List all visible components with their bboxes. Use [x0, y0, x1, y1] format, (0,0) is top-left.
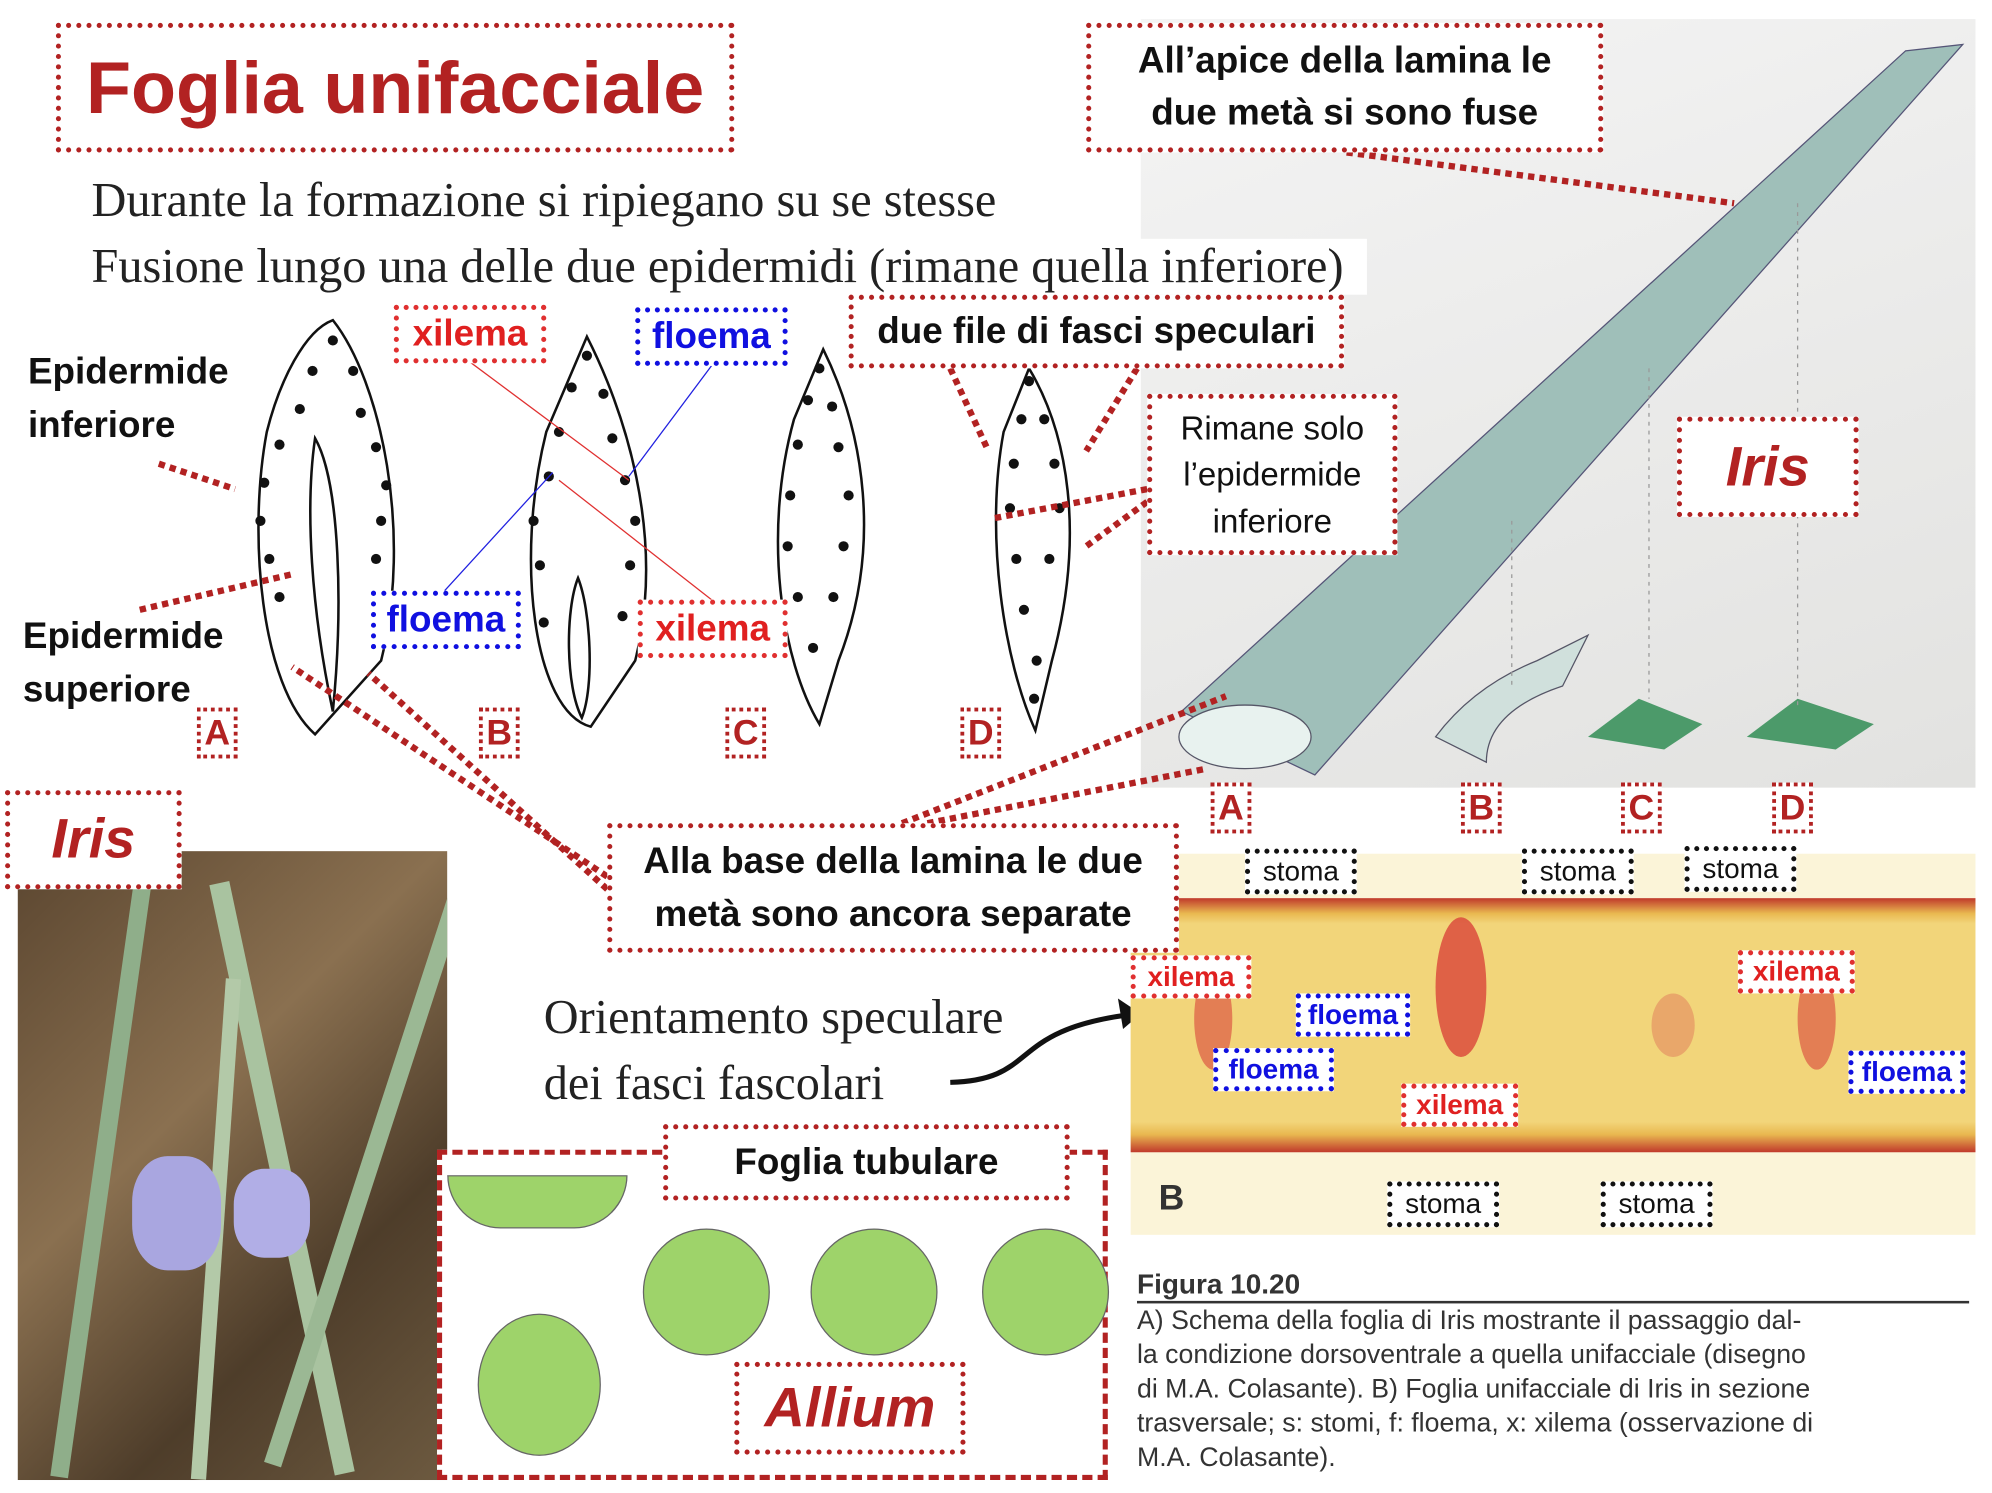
epidermide-superiore-label: Epidermide superiore: [23, 610, 224, 717]
orientation-arrow: [950, 1011, 1138, 1085]
apex-note-line: due metà si sono fuse: [1151, 92, 1539, 134]
label-line: l’epidermide: [1183, 455, 1362, 494]
stage-letter-c: C: [725, 707, 767, 759]
figure-caption: Figura 10.20 A) Schema della foglia di I…: [1137, 1268, 1970, 1475]
apex-note: All’apice della lamina le due metà si so…: [1086, 22, 1604, 153]
foglia-tubulare-label: Foglia tubulare: [663, 1124, 1070, 1201]
leaf-section-d: [1746, 698, 1874, 750]
stoma-label: stoma: [1387, 1181, 1500, 1228]
apex-note-line: All’apice della lamina le: [1137, 41, 1552, 82]
allium-leaf-flat: [447, 1175, 628, 1229]
caption-title: Figura 10.20: [1137, 1268, 1970, 1304]
label-line: Rimane solo: [1180, 408, 1365, 448]
stage-letter-a: A: [196, 707, 238, 759]
xilema-label: xilema: [1737, 950, 1855, 994]
allium-leaf-round: [477, 1313, 601, 1456]
allium-leaf-round: [982, 1228, 1110, 1356]
epidermide-inferiore-label: Epidermide inferiore: [28, 346, 229, 453]
label-line: inferiore: [27, 405, 176, 446]
stage-letter-d: D: [960, 707, 1002, 759]
floema-label: floema: [635, 307, 788, 366]
stoma-label: stoma: [1244, 848, 1357, 895]
xilema-label: xilema: [393, 304, 547, 364]
pointer-arrows: [139, 149, 1735, 892]
xilema-label: xilema: [1130, 955, 1252, 999]
base-note: Alla base della lamina le due metà sono a…: [607, 823, 1179, 953]
intro-line-2: Fusione lungo una delle due epidermidi (…: [91, 238, 1367, 295]
iris-plant-photo: [17, 851, 448, 1481]
label-line: Epidermide: [22, 616, 224, 657]
floema-label: floema: [1213, 1048, 1334, 1092]
leaf-section-c: [1588, 698, 1703, 750]
iris-cross-section-image: B: [1130, 853, 1976, 1235]
floema-label: floema: [1848, 1050, 1966, 1094]
stoma-label: stoma: [1684, 846, 1797, 892]
rimane-label: Rimane solo l’epidermide inferiore: [1147, 393, 1398, 556]
stage-letter-b: B: [1460, 782, 1502, 834]
cross-section-d: [994, 365, 1071, 735]
stage-letter-c: C: [1621, 782, 1662, 834]
caption-line: la condizione dorsoventrale a quella uni…: [1137, 1340, 1806, 1370]
xilema-label: xilema: [1401, 1083, 1519, 1127]
orientamento-text: Orientamento speculare dei fasci fascolar…: [544, 985, 1004, 1117]
leaf-base-section-a: [1178, 704, 1312, 770]
section-label-b: B: [1158, 1177, 1185, 1218]
label-line: Epidermide: [27, 351, 229, 393]
stoma-label: stoma: [1521, 848, 1634, 895]
base-note-line: Alla base della lamina le due: [643, 840, 1143, 882]
page-title: Foglia unifacciale: [55, 22, 735, 153]
label-line: inferiore: [1212, 501, 1332, 540]
orientamento-line: dei fasci fascolari: [543, 1056, 885, 1111]
stage-letter-b: B: [478, 707, 520, 759]
stage-letter-d: D: [1772, 782, 1813, 834]
allium-panel: [437, 1149, 1110, 1481]
due-file-label: due file di fasci speculari: [848, 294, 1345, 369]
orientamento-line: Orientamento speculare: [543, 990, 1004, 1045]
caption-line: A) Schema della foglia di Iris mostrante…: [1137, 1305, 1802, 1336]
caption-line: M.A. Colasante).: [1137, 1443, 1336, 1473]
iris-label: Iris: [1676, 416, 1859, 518]
allium-leaf-round: [810, 1228, 938, 1356]
cross-section-c: [776, 346, 866, 728]
label-line: superiore: [22, 669, 191, 711]
caption-line: trasversale; s: stomi, f: floema, x: xil…: [1137, 1408, 1814, 1439]
stoma-label: stoma: [1600, 1181, 1713, 1228]
iris-label: Iris: [5, 790, 182, 890]
leaf-section-b: [1434, 633, 1590, 764]
allium-label: Allium: [734, 1361, 966, 1455]
allium-leaf-round: [642, 1228, 770, 1356]
floema-label: floema: [370, 590, 521, 650]
stage-letter-a: A: [1210, 782, 1252, 834]
base-note-line: metà sono ancora separate: [654, 894, 1132, 936]
xilema-label: xilema: [637, 599, 788, 659]
floema-label: floema: [1295, 993, 1411, 1037]
intro-line-1: Durante la formazione si ripiegano su se…: [91, 174, 997, 228]
caption-line: di M.A. Colasante). B) Foglia unifaccial…: [1137, 1374, 1811, 1404]
